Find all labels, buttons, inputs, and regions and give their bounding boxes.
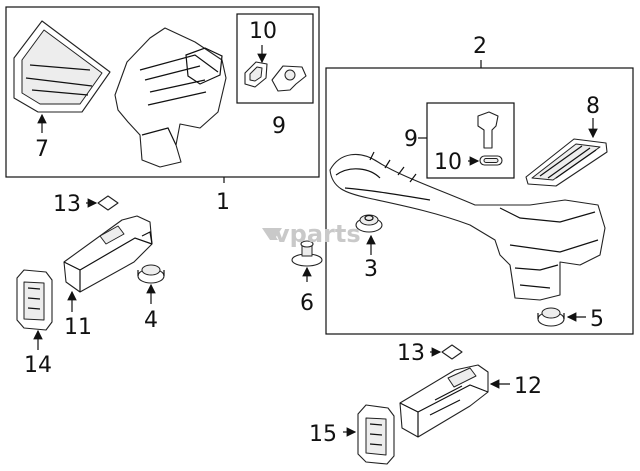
intake-duct-and-housing-part-2 xyxy=(329,151,606,301)
callout-7: 7 xyxy=(35,137,49,162)
callout-8: 8 xyxy=(586,94,600,119)
callout-9-right: 9 xyxy=(404,127,418,152)
sensor-part-9-right xyxy=(477,111,499,149)
watermark-text: vparts xyxy=(274,220,361,248)
assembly-2-box xyxy=(325,67,634,335)
grommet-part-4 xyxy=(137,264,165,284)
callout-13-bottom: 13 xyxy=(397,341,425,366)
sensor-part-9-top xyxy=(271,65,307,92)
callout-5: 5 xyxy=(590,307,604,332)
air-filter-part-7 xyxy=(13,20,111,113)
callout-6: 6 xyxy=(300,291,314,316)
callout-10-right: 10 xyxy=(434,150,462,175)
o-ring-part-10-right xyxy=(479,155,503,166)
pad-part-13-bottom xyxy=(441,344,463,360)
pad-part-13-left xyxy=(97,195,119,211)
callout-2: 2 xyxy=(473,34,487,59)
callout-14: 14 xyxy=(24,353,52,378)
assembly-1-box xyxy=(5,6,320,178)
callout-3: 3 xyxy=(364,257,378,282)
callout-4: 4 xyxy=(144,308,158,333)
callout-13-left: 13 xyxy=(53,192,81,217)
air-duct-part-12 xyxy=(399,364,489,438)
grommet-part-5 xyxy=(537,307,565,327)
sub-box-9-10-top xyxy=(236,13,314,104)
callout-9-top: 9 xyxy=(272,114,286,139)
watermark: vparts xyxy=(262,220,361,248)
grommet-part-3 xyxy=(355,214,383,233)
baffle-part-14 xyxy=(16,269,53,331)
air-cleaner-upper-housing xyxy=(114,27,227,168)
baffle-part-15 xyxy=(357,404,395,465)
air-filter-part-8 xyxy=(525,138,608,187)
seal-ring-part-10-top xyxy=(244,61,268,88)
callout-11: 11 xyxy=(64,315,92,340)
callout-15: 15 xyxy=(309,422,337,447)
clip-part-6 xyxy=(291,240,323,267)
callout-1: 1 xyxy=(216,190,230,215)
air-duct-part-11 xyxy=(63,215,153,293)
callout-12: 12 xyxy=(514,374,542,399)
sub-box-9-10-right xyxy=(426,102,515,179)
callout-10-top: 10 xyxy=(249,19,277,44)
